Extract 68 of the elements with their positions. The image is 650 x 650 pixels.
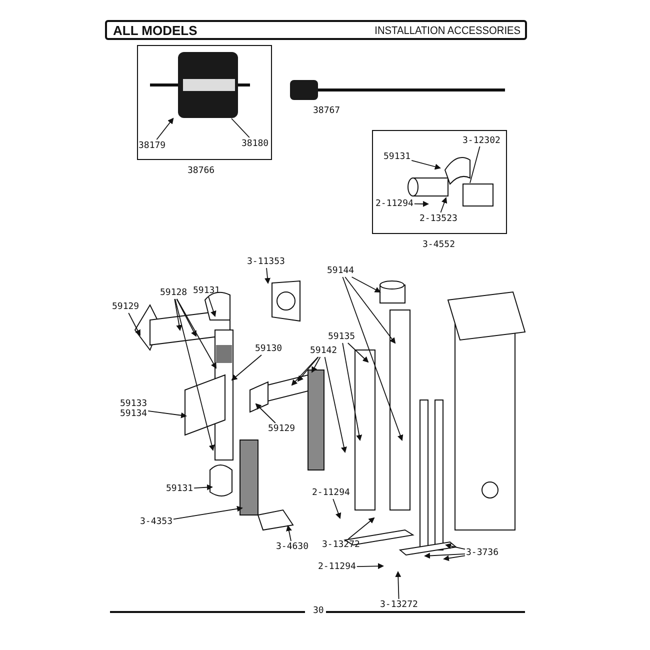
leader-line: [194, 484, 213, 490]
leader-line: [344, 276, 396, 344]
callout-number: 59133 59134: [120, 399, 148, 419]
leader-line: [395, 571, 402, 600]
leader-line: [176, 298, 216, 369]
callout-number: 2-11294: [376, 198, 414, 208]
leader-line: [174, 298, 182, 331]
callout-number: 59144: [327, 266, 354, 276]
callout-number: 2-11294: [312, 488, 350, 498]
leader-line: [348, 517, 375, 540]
leader-line: [255, 403, 276, 424]
callout-number: 59131: [166, 484, 194, 494]
leader-line: [424, 552, 466, 559]
callout-number: 59129: [268, 424, 296, 434]
leader-line: [470, 146, 480, 184]
leader-line: [324, 356, 347, 453]
inset-frame: [372, 130, 507, 234]
leader-line: [342, 276, 404, 441]
callout-number: 3-3736: [466, 548, 499, 558]
callout-number: 2-11294: [318, 562, 356, 572]
callout-number: 38180: [242, 138, 269, 148]
leader-line: [445, 543, 466, 550]
leader-line: [443, 555, 466, 562]
callout-number: 38179: [138, 140, 166, 150]
leader-line: [128, 312, 140, 336]
callout-number: 3-12302: [462, 136, 500, 146]
callout-number: 59128: [160, 288, 188, 298]
callout-number: 38766: [188, 166, 215, 176]
leader-line: [411, 160, 441, 170]
callout-number: 59131: [384, 152, 411, 162]
leader-line: [440, 197, 448, 213]
hole-saw-drawing: [150, 52, 250, 118]
leader-line: [342, 342, 362, 441]
callout-number: 3-13272: [322, 540, 360, 550]
callout-number: 3-4552: [422, 240, 456, 250]
part-number: 38767: [313, 106, 340, 116]
callout-number: 2-13523: [420, 214, 458, 224]
callout-number: 59131: [193, 286, 220, 296]
page-number: 30: [311, 606, 326, 616]
callout-number: 59135: [328, 332, 356, 342]
leader-line: [347, 342, 369, 363]
leader-line: [414, 200, 429, 207]
leader-line: [231, 118, 250, 138]
leader-line: [312, 356, 321, 373]
leader-line: [173, 506, 243, 520]
header-band: [105, 20, 527, 40]
leader-line: [208, 296, 216, 317]
section-title: INSTALLATION ACCESSORIES: [375, 25, 521, 37]
leader-line: [174, 298, 215, 451]
leader-line: [148, 410, 187, 418]
callout-number: 59129: [112, 302, 140, 312]
leader-line: [356, 563, 384, 570]
callout-number: 3-11353: [247, 257, 285, 267]
leader-line: [297, 356, 319, 382]
leader-line: [332, 498, 342, 519]
leader-line: [286, 525, 292, 542]
callout-number: 3-13272: [380, 600, 418, 610]
leader-line: [231, 354, 262, 381]
leader-line: [264, 268, 270, 284]
callout-number: 59130: [255, 344, 282, 354]
leader-line: [176, 298, 196, 337]
leader-line: [351, 276, 381, 292]
section-title: ALL MODELS: [113, 24, 198, 37]
callout-number: 3-4353: [140, 517, 173, 527]
callout-number: 59142: [310, 346, 338, 356]
leader-line: [291, 356, 318, 386]
callout-number: 3-4630: [276, 542, 309, 552]
inset-frame: [137, 45, 272, 160]
